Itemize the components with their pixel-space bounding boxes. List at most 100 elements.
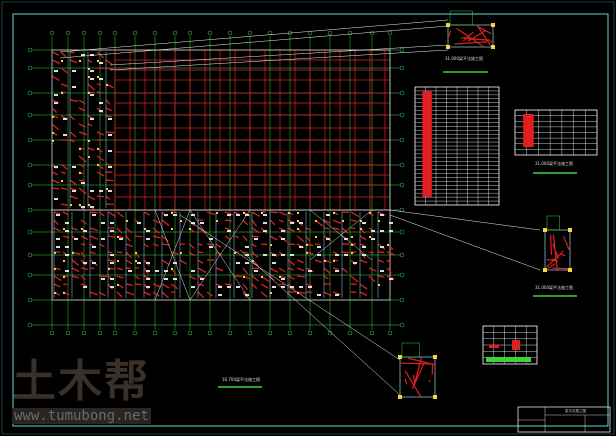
column-mark [297, 212, 299, 214]
beam-annotation [297, 260, 303, 263]
beam-annotation [108, 252, 112, 253]
column-mark [446, 23, 450, 27]
beam-label [99, 78, 103, 80]
axis-bubble [188, 331, 192, 335]
axis-bubble [133, 31, 137, 35]
beam-annotation [61, 84, 68, 86]
axis-bubble [28, 323, 32, 327]
axis-bubble [388, 31, 392, 35]
beam-annotation [52, 172, 58, 175]
beam-label [83, 262, 87, 264]
beam-annotation [72, 228, 78, 230]
beam-label [146, 262, 150, 264]
beam-annotation [351, 212, 359, 217]
beam-annotation [279, 268, 285, 272]
beam-label [108, 150, 112, 152]
beam-label [236, 286, 240, 288]
axis-bubble [28, 48, 32, 52]
axis-bubble [400, 253, 404, 257]
beam-annotation [198, 244, 202, 245]
beam-label [290, 254, 294, 256]
beam-label [110, 230, 114, 232]
beam-annotation [70, 196, 78, 199]
beam-annotation [198, 292, 204, 298]
beam-label [99, 190, 103, 192]
beam-label [335, 270, 339, 272]
column-mark [398, 355, 402, 359]
beam-annotation [333, 220, 341, 223]
axis-bubble [28, 91, 32, 95]
beam-annotation [153, 292, 159, 296]
beam-label [99, 62, 103, 64]
beam-annotation [552, 268, 569, 269]
beam-annotation [564, 236, 570, 249]
beam-label [90, 70, 94, 72]
detail-right-caption: 31.000梁平法施工图 [535, 285, 573, 291]
axis-bubble [400, 230, 404, 234]
detail-plan-right [545, 230, 570, 270]
beam-annotation [153, 244, 158, 246]
beam-label [272, 286, 276, 288]
beam-label [245, 246, 249, 248]
beam-annotation [369, 252, 374, 253]
beam-label [83, 230, 87, 232]
beam-annotation [88, 84, 95, 90]
beam-label [389, 230, 393, 232]
axis-bubble [50, 31, 54, 35]
beam-annotation [279, 212, 287, 215]
beam-annotation [297, 268, 304, 271]
beam-label [110, 254, 114, 256]
column-mark [81, 228, 83, 230]
beam-label [200, 222, 204, 224]
beam-annotation [360, 260, 367, 263]
column-mark [315, 220, 317, 222]
axis-bubble [66, 31, 70, 35]
beam-annotation [243, 284, 247, 289]
beam-label [146, 270, 150, 272]
beam-label [317, 254, 321, 256]
axis-bubble [133, 331, 137, 335]
leader-line [240, 250, 400, 395]
beam-label [146, 286, 150, 288]
beam-label [65, 246, 69, 248]
beam-annotation [324, 228, 329, 229]
beam-annotation [198, 252, 203, 253]
beam-annotation [90, 228, 98, 230]
beam-annotation [324, 276, 328, 279]
beam-annotation [252, 212, 260, 216]
beam-label [54, 70, 58, 72]
column-mark [279, 276, 281, 278]
beam-annotation [288, 228, 294, 231]
beam-annotation [448, 31, 450, 38]
beam-annotation [79, 156, 86, 162]
beam-label [308, 270, 312, 272]
column-mark [568, 268, 572, 272]
beam-label [54, 198, 58, 200]
beam-annotation [162, 292, 169, 298]
axis-bubble [82, 331, 86, 335]
beam-annotation [61, 188, 67, 189]
beam-annotation [54, 228, 60, 231]
beam-annotation [387, 252, 394, 255]
column-mark [297, 228, 299, 230]
beam-annotation [429, 380, 430, 382]
beam-annotation [378, 260, 384, 262]
beam-label [389, 278, 393, 280]
axis-bubble [98, 31, 102, 35]
beam-annotation [387, 260, 391, 264]
column-mark [61, 180, 63, 182]
beam-annotation [108, 260, 116, 262]
beam-annotation [126, 244, 133, 247]
beam-annotation [261, 284, 268, 288]
column-mark [106, 188, 108, 190]
column-mark [387, 244, 389, 246]
beam-annotation [198, 228, 206, 233]
title-block [518, 407, 610, 432]
axis-bubble [388, 331, 392, 335]
watermark-url: www.tumubong.net [12, 408, 151, 424]
beam-annotation [243, 268, 248, 274]
axis-bubble [28, 253, 32, 257]
beam-annotation [162, 260, 170, 265]
beam-annotation [106, 116, 112, 117]
